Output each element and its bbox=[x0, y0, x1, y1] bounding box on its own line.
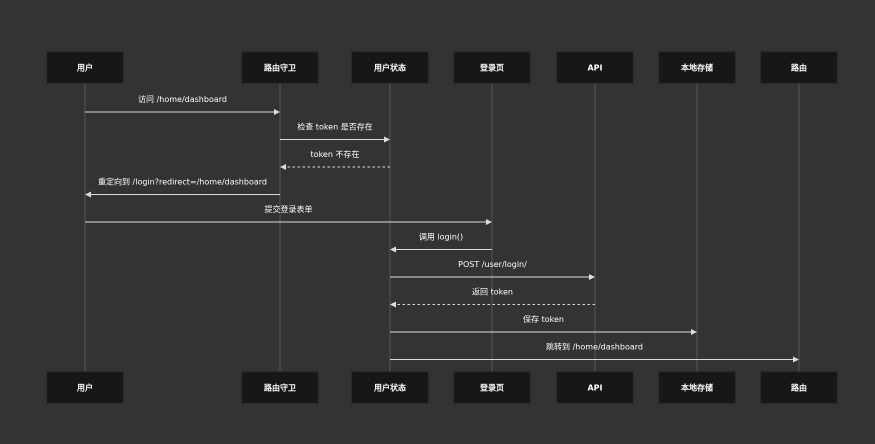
actor-box bbox=[46, 51, 124, 84]
messages: 访问 /home/dashboard 检查 token 是否存在 token 不存在… bbox=[85, 94, 799, 363]
actor-state-top: 用户状态 bbox=[351, 51, 429, 84]
message-label: 访问 /home/dashboard bbox=[138, 94, 227, 104]
message-label: 跳转到 /home/dashboard bbox=[546, 342, 643, 352]
actor-login_page-bottom: 登录页 bbox=[453, 371, 531, 404]
actors-bottom: 用户 路由守卫 用户状态 登录页 API 本地存储 路由 bbox=[46, 371, 838, 404]
actor-state-bottom: 用户状态 bbox=[351, 371, 429, 404]
actor-box bbox=[351, 371, 429, 404]
actor-box bbox=[760, 51, 838, 84]
actor-guard-top: 路由守卫 bbox=[241, 51, 319, 84]
actor-api-bottom: API bbox=[556, 371, 634, 404]
message-6: 调用 login() bbox=[390, 233, 492, 253]
message-5: 提交登录表单 bbox=[85, 204, 492, 225]
message-label: 提交登录表单 bbox=[265, 204, 313, 214]
actor-user-top: 用户 bbox=[46, 51, 124, 84]
actor-label: 路由 bbox=[791, 63, 807, 73]
actor-label: 本地存储 bbox=[680, 383, 713, 393]
actor-user-bottom: 用户 bbox=[46, 371, 124, 404]
actor-label: 登录页 bbox=[479, 383, 504, 393]
arrowhead-icon bbox=[691, 329, 697, 335]
arrowhead-icon bbox=[390, 301, 396, 308]
message-label: 保存 token bbox=[523, 314, 564, 324]
actor-router-top: 路由 bbox=[760, 51, 838, 84]
message-4: 重定向到 /login?redirect=/home/dashboard bbox=[85, 177, 280, 198]
actor-box bbox=[241, 371, 319, 404]
message-2: 检查 token 是否存在 bbox=[280, 122, 390, 143]
message-label: 重定向到 /login?redirect=/home/dashboard bbox=[98, 177, 267, 187]
message-label: 返回 token bbox=[472, 288, 513, 297]
actor-label: 路由守卫 bbox=[264, 383, 296, 393]
actor-box bbox=[351, 51, 429, 84]
actor-label: 路由守卫 bbox=[264, 63, 296, 73]
actor-login_page-top: 登录页 bbox=[453, 51, 531, 84]
actors-top: 用户 路由守卫 用户状态 登录页 API 本地存储 路由 bbox=[46, 51, 838, 84]
message-9: 保存 token bbox=[390, 314, 697, 335]
arrowhead-icon bbox=[384, 136, 390, 143]
arrowhead-icon bbox=[589, 274, 595, 280]
arrowhead-icon bbox=[274, 109, 280, 115]
actor-label: 用户 bbox=[76, 63, 93, 73]
actor-box bbox=[658, 51, 736, 84]
message-1: 访问 /home/dashboard bbox=[85, 94, 280, 115]
actor-label: 用户 bbox=[76, 383, 93, 393]
actor-label: 用户状态 bbox=[373, 383, 406, 393]
message-label: 调用 login() bbox=[419, 233, 463, 242]
arrowhead-icon bbox=[390, 246, 396, 253]
message-label: POST /user/login/ bbox=[458, 260, 527, 269]
actor-label: 本地存储 bbox=[680, 63, 713, 73]
actor-box bbox=[241, 51, 319, 84]
message-8: 返回 token bbox=[390, 288, 595, 308]
actor-box bbox=[760, 371, 838, 404]
actor-box bbox=[658, 371, 736, 404]
actor-api-top: API bbox=[556, 51, 634, 84]
arrowhead-icon bbox=[486, 219, 492, 225]
actor-label: 用户状态 bbox=[373, 63, 406, 73]
arrowhead-icon bbox=[793, 356, 799, 363]
arrowhead-icon bbox=[85, 191, 91, 198]
actor-router-bottom: 路由 bbox=[760, 371, 838, 404]
actor-label: 登录页 bbox=[479, 63, 504, 73]
arrowhead-icon bbox=[280, 164, 286, 170]
actor-label: API bbox=[587, 64, 602, 73]
actor-box bbox=[46, 371, 124, 404]
actor-storage-bottom: 本地存储 bbox=[658, 371, 736, 404]
message-3: token 不存在 bbox=[280, 149, 390, 170]
actor-box bbox=[556, 51, 634, 84]
message-10: 跳转到 /home/dashboard bbox=[390, 342, 799, 363]
actor-box bbox=[556, 371, 634, 404]
actor-guard-bottom: 路由守卫 bbox=[241, 371, 319, 404]
message-label: 检查 token 是否存在 bbox=[297, 122, 372, 132]
actor-label: API bbox=[587, 384, 602, 393]
message-7: POST /user/login/ bbox=[390, 260, 595, 280]
actor-label: 路由 bbox=[791, 383, 807, 393]
message-label: token 不存在 bbox=[311, 149, 360, 159]
actor-box bbox=[453, 371, 531, 404]
actor-box bbox=[453, 51, 531, 84]
actor-storage-top: 本地存储 bbox=[658, 51, 736, 84]
lifelines bbox=[84, 83, 800, 372]
